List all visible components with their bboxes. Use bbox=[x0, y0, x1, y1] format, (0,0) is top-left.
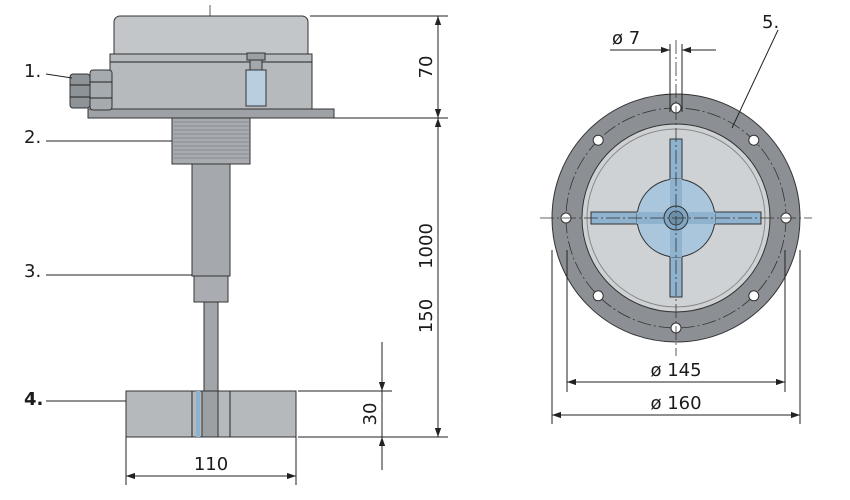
shaft-upper bbox=[191, 163, 231, 277]
housing-lid bbox=[113, 15, 309, 59]
dim-hole: ø 7 bbox=[612, 28, 640, 49]
bolt-hole bbox=[592, 290, 604, 302]
terminal-screw-head bbox=[246, 52, 266, 61]
housing bbox=[87, 15, 335, 119]
bolt-hole bbox=[748, 290, 760, 302]
leader-1 bbox=[45, 73, 73, 79]
threaded-connection bbox=[171, 117, 251, 165]
dim-150: 150 bbox=[416, 299, 437, 333]
terminal-post bbox=[249, 59, 263, 72]
gland-body bbox=[89, 69, 113, 111]
dim-1000: 1000 bbox=[416, 223, 437, 269]
side-view: 1. 2. 3. 4. 70 1000 150 30 110 bbox=[24, 5, 448, 485]
dim-70: 70 bbox=[416, 56, 437, 79]
dim-inner: ø 145 bbox=[650, 360, 701, 381]
dim-outer: ø 160 bbox=[650, 393, 701, 414]
callout-3: 3. bbox=[24, 261, 41, 282]
gland-nut bbox=[69, 73, 91, 109]
leader-5 bbox=[731, 29, 779, 129]
bolt-hole bbox=[748, 134, 760, 146]
mounting-plate bbox=[87, 108, 335, 119]
callout-1: 1. bbox=[24, 61, 41, 82]
thread-body bbox=[171, 117, 251, 165]
dim-110: 110 bbox=[194, 454, 228, 475]
callout-5: 5. bbox=[762, 12, 779, 33]
paddle-hub bbox=[201, 390, 219, 438]
callout-2: 2. bbox=[24, 127, 41, 148]
bolt-holes bbox=[560, 102, 792, 334]
shaft-rod bbox=[203, 301, 219, 393]
dim-30: 30 bbox=[360, 403, 381, 426]
housing-body bbox=[109, 53, 313, 111]
thread-lines bbox=[172, 121, 250, 159]
callout-4: 4. bbox=[24, 389, 43, 410]
bolt-hole bbox=[592, 134, 604, 146]
paddle bbox=[125, 390, 297, 438]
flange-view: ø 7 5. ø 145 ø 160 bbox=[540, 12, 812, 424]
cable-gland bbox=[69, 69, 113, 111]
terminal-sleeve bbox=[245, 69, 267, 107]
shaft-collar bbox=[193, 275, 229, 303]
